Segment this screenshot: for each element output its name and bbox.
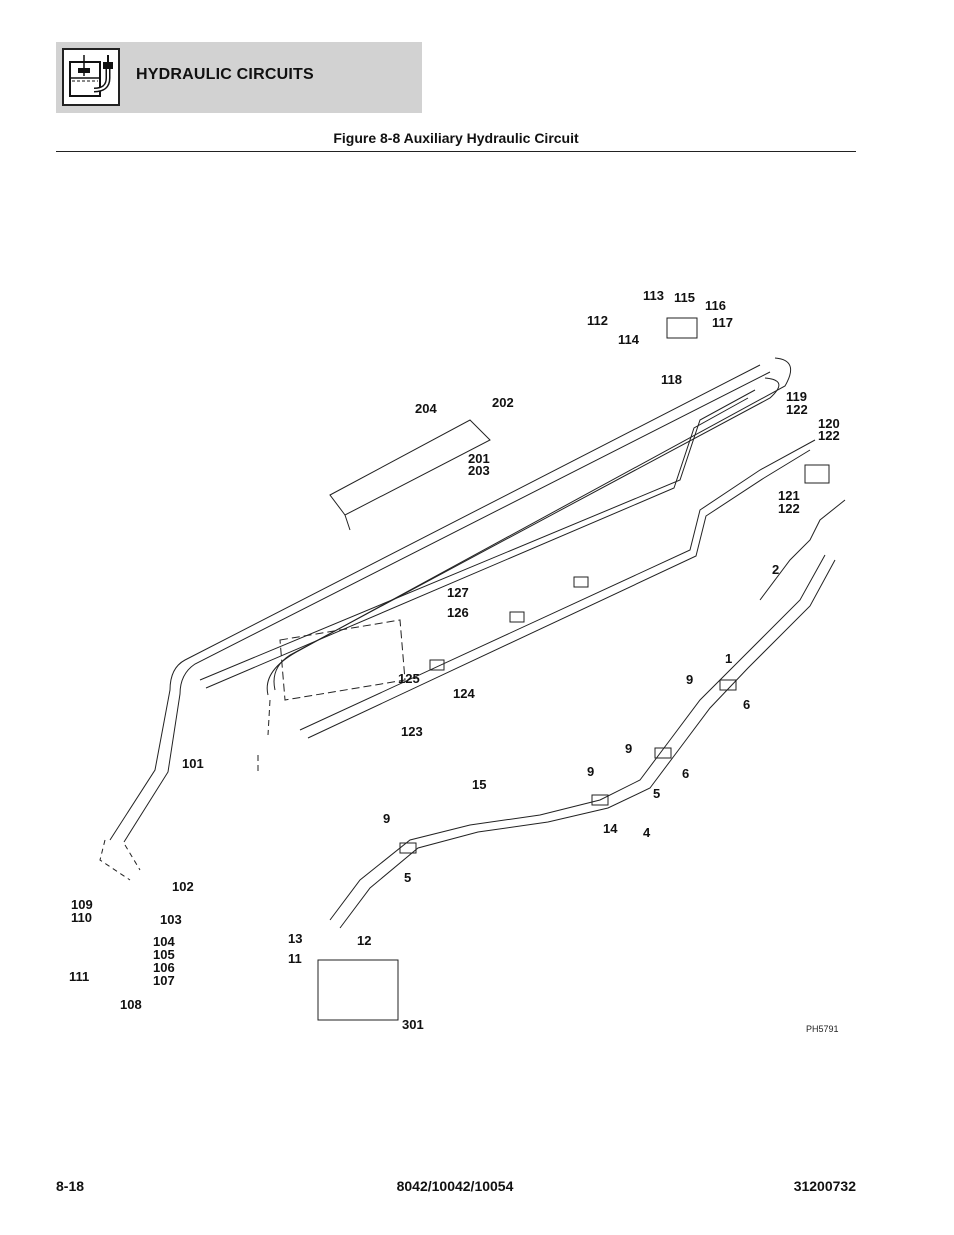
callout-107: 107 (153, 973, 175, 988)
callout-5a: 5 (653, 786, 660, 801)
callout-127: 127 (447, 585, 469, 600)
callout-123: 123 (401, 724, 423, 739)
callout-105: 105 (153, 947, 175, 962)
callout-101: 101 (182, 756, 204, 771)
callout-126: 126 (447, 605, 469, 620)
callout-112: 112 (587, 313, 608, 328)
callout-120: 120 (818, 416, 840, 431)
hydraulic-circuit-icon (62, 48, 120, 106)
callout-104: 104 (153, 934, 175, 949)
callout-5b: 5 (404, 870, 411, 885)
section-header: HYDRAULIC CIRCUITS (56, 42, 422, 113)
callout-122a: 122 (786, 402, 808, 417)
callout-203: 203 (468, 463, 490, 478)
callout-14: 14 (603, 821, 618, 836)
callout-113: 113 (643, 288, 664, 303)
page-number: 8-18 (56, 1178, 85, 1194)
callout-111: 111 (69, 969, 89, 984)
callout-11: 11 (288, 951, 302, 966)
callout-122b: 122 (818, 428, 840, 443)
callout-103: 103 (160, 912, 182, 927)
callout-6a: 6 (743, 697, 750, 712)
image-code: PH5791 (806, 1024, 839, 1034)
callout-9d: 9 (383, 811, 390, 826)
callout-202: 202 (492, 395, 514, 410)
callout-114: 114 (618, 332, 640, 347)
callout-2: 2 (772, 562, 779, 577)
header-rule (56, 151, 856, 152)
callout-4: 4 (643, 825, 651, 840)
model-numbers: 8042/10042/10054 (396, 1178, 514, 1194)
callout-118: 118 (661, 372, 682, 387)
callout-204: 204 (415, 401, 437, 416)
document-number: 31200732 (793, 1178, 856, 1194)
callout-110: 110 (71, 910, 92, 925)
callout-122c: 122 (778, 501, 800, 516)
callout-301: 301 (402, 1017, 424, 1032)
callout-102: 102 (172, 879, 194, 894)
callout-106: 106 (153, 960, 175, 975)
callout-9c: 9 (587, 764, 594, 779)
callout-9b: 9 (625, 741, 632, 756)
callout-125: 125 (398, 671, 420, 686)
callout-6b: 6 (682, 766, 689, 781)
callout-119: 119 (786, 389, 807, 404)
callout-121: 121 (778, 488, 800, 503)
callout-117: 117 (712, 315, 733, 330)
callout-12: 12 (357, 933, 371, 948)
callout-124: 124 (453, 686, 475, 701)
figure-title: Figure 8-8 Auxiliary Hydraulic Circuit (333, 130, 579, 146)
callout-9a: 9 (686, 672, 693, 687)
callout-15: 15 (472, 777, 486, 792)
callout-115: 115 (674, 290, 695, 305)
section-title: HYDRAULIC CIRCUITS (136, 66, 314, 83)
callout-201: 201 (468, 451, 490, 466)
callout-109: 109 (71, 897, 93, 912)
callout-116: 116 (705, 298, 726, 313)
callout-13: 13 (288, 931, 302, 946)
callout-108: 108 (120, 997, 142, 1012)
callout-1: 1 (725, 651, 732, 666)
